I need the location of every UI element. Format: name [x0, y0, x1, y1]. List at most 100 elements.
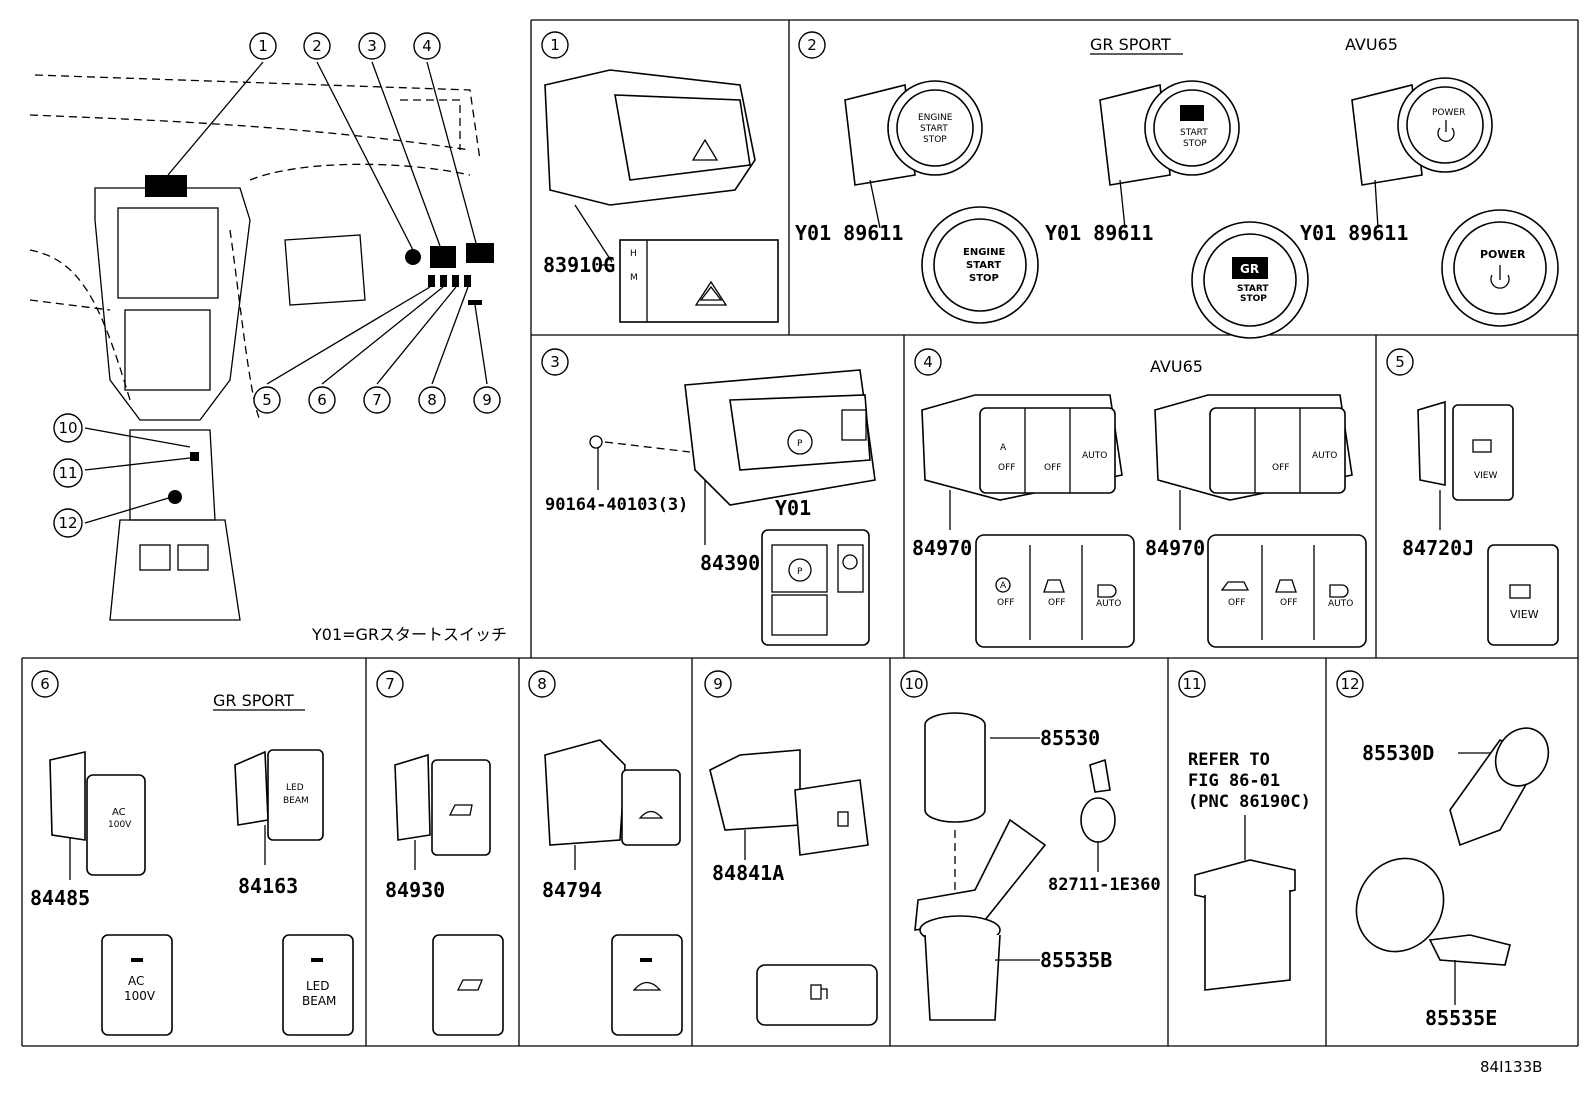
overview-callout-6: 6: [308, 386, 336, 414]
svg-text:STOP: STOP: [923, 135, 947, 145]
part-84970-b: 84970: [1145, 536, 1205, 560]
svg-text:OFF: OFF: [997, 598, 1014, 608]
part-83910G: 83910G: [543, 253, 615, 277]
part-y01-89611-engine: Y01 89611: [795, 221, 903, 245]
figure-code: 84I133B: [1480, 1058, 1542, 1076]
svg-text:2: 2: [312, 37, 322, 55]
overview-callout-2: 2: [303, 32, 331, 60]
auto-hold-icon: [995, 577, 1011, 593]
hold-icon: [837, 544, 864, 593]
panel-11-reference: 11 REFER TO FIG 86-01 (PNC 86190C): [1178, 670, 1311, 991]
svg-text:BEAM: BEAM: [302, 994, 336, 1008]
svg-text:6: 6: [317, 391, 327, 409]
fuel-door-icon: [837, 811, 849, 827]
part-84720J: 84720J: [1402, 536, 1474, 560]
overview-callout-7: 7: [363, 386, 391, 414]
svg-text:START: START: [1180, 128, 1208, 138]
svg-text:AUTO: AUTO: [1328, 599, 1353, 609]
panel-12-power-outlet: 12 85530D 85535E: [1336, 670, 1550, 1030]
svg-text:AC: AC: [112, 807, 126, 818]
svg-text:12: 12: [1340, 675, 1359, 693]
panel-8-defroster-switch: 8 84794: [528, 670, 683, 1036]
part-84485: 84485: [30, 886, 90, 910]
svg-text:POWER: POWER: [1432, 108, 1465, 118]
panel-3-parking-brake-switch: 3 P 90164-40103(3) 84390B Y01 P: [541, 348, 876, 646]
svg-text:11: 11: [58, 464, 77, 482]
hazard-icon: [694, 280, 728, 306]
part-85530D: 85530D: [1362, 741, 1434, 765]
refer-line-2: FIG 86-01: [1188, 771, 1280, 791]
part-84390B: 84390B: [700, 551, 772, 575]
svg-text:START: START: [920, 124, 948, 134]
svg-text:7: 7: [372, 391, 382, 409]
part-84930: 84930: [385, 878, 445, 902]
svg-text:STOP: STOP: [969, 273, 999, 284]
svg-text:2: 2: [807, 36, 817, 54]
svg-text:9: 9: [713, 675, 723, 693]
svg-text:OFF: OFF: [998, 463, 1015, 473]
code-y01: Y01: [775, 496, 811, 520]
overview-callout-3: 3: [358, 32, 386, 60]
vsc-off-icon: [1275, 579, 1297, 593]
svg-text:ENGINE: ENGINE: [918, 113, 953, 123]
overview-note: Y01=GRスタートスイッチ: [311, 625, 507, 644]
svg-text:P: P: [797, 439, 803, 449]
overview-callout-11: 11: [53, 458, 83, 488]
svg-text:5: 5: [1395, 353, 1405, 371]
part-84163: 84163: [238, 874, 298, 898]
svg-text:POWER: POWER: [1480, 248, 1526, 261]
dashboard-overview: 1 2 3 4 5 6 7 8 9 10 11 12 Y01=GRスタートスイッ…: [29, 32, 507, 644]
defroster-icon: [638, 810, 664, 819]
svg-text:LED: LED: [306, 979, 330, 993]
svg-text:BEAM: BEAM: [283, 796, 309, 806]
variant-gr-sport: GR SPORT: [213, 691, 294, 710]
hold-icon: [841, 409, 867, 441]
svg-text:ENGINE: ENGINE: [963, 247, 1005, 258]
svg-text:11: 11: [1182, 675, 1201, 693]
refer-line-1: REFER TO: [1188, 750, 1270, 770]
svg-text:100V: 100V: [108, 820, 132, 830]
overview-callout-12: 12: [53, 508, 83, 538]
refer-line-3: (PNC 86190C): [1188, 792, 1311, 812]
svg-text:GR: GR: [1240, 262, 1259, 276]
auto-headlight-icon: [1097, 584, 1117, 598]
svg-text:9: 9: [482, 391, 492, 409]
variant-avu65: AVU65: [1150, 357, 1203, 376]
svg-text:AC: AC: [128, 974, 144, 988]
panel-7-off-road-switch: 7 84930: [376, 670, 504, 1036]
svg-text:AUTO: AUTO: [1082, 451, 1107, 461]
svg-text:AUTO: AUTO: [1096, 599, 1121, 609]
svg-text:H: H: [630, 249, 637, 259]
overview-callout-9: 9: [473, 386, 501, 414]
overview-callout-1: 1: [249, 32, 277, 60]
svg-text:STOP: STOP: [1240, 294, 1267, 304]
svg-text:A: A: [1000, 581, 1007, 591]
panel-5-camera-view-switch: 5 VIEW 84720J VIEW: [1386, 348, 1559, 646]
svg-text:OFF: OFF: [1044, 463, 1061, 473]
part-y01-89611-power: Y01 89611: [1300, 221, 1408, 245]
svg-text:3: 3: [367, 37, 377, 55]
parking-brake-icon: [787, 429, 813, 455]
svg-text:LED: LED: [286, 783, 304, 793]
svg-text:100V: 100V: [124, 989, 156, 1003]
svg-text:START: START: [1237, 284, 1269, 294]
svg-text:AUTO: AUTO: [1312, 451, 1337, 461]
panel-6-outlet-and-led-switch: 6 GR SPORT AC 100V 84485 AC 100V LED BEA…: [30, 670, 354, 1036]
overview-callout-4: 4: [413, 32, 441, 60]
svg-text:1: 1: [550, 36, 560, 54]
variant-gr-sport: GR SPORT: [1090, 35, 1171, 54]
part-84970-a: 84970: [912, 536, 972, 560]
panel-4-vsc-switch: 4 AVU65 A OFF OFF AUTO 84970 A OFF OFF A…: [912, 348, 1367, 648]
overview-callout-8: 8: [418, 386, 446, 414]
svg-text:STOP: STOP: [1183, 139, 1207, 149]
part-85535E: 85535E: [1425, 1006, 1497, 1030]
part-y01-89611-gr: Y01 89611: [1045, 221, 1153, 245]
svg-text:8: 8: [537, 675, 547, 693]
part-82711-1E360: 82711-1E360: [1048, 875, 1161, 895]
power-icon: [1437, 127, 1455, 142]
svg-text:5: 5: [262, 391, 272, 409]
defroster-icon: [632, 981, 662, 991]
panel-10-power-outlet: 10 85530 85535B 82711-1E360: [900, 670, 1161, 1021]
